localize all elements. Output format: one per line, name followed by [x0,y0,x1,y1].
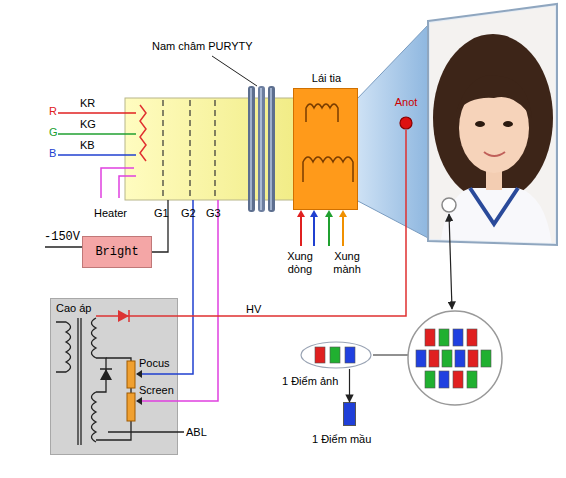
g3-wire [137,200,218,401]
cathode-wires [58,113,136,155]
purity-magnet [248,86,275,212]
signal-name: Xung mành [326,250,368,276]
pin-name: KB [80,139,95,152]
high-voltage-title: Cao áp [56,302,91,315]
deflection-yoke: Lái tia [293,88,358,210]
edge-label: HV [246,303,261,316]
pixel-ellipse-shape [301,342,371,368]
part-name: Nam châm PURYTY [152,40,253,53]
pin-name: KG [80,118,96,131]
zoom-link [373,355,408,356]
anode-terminal-outline [399,116,413,130]
pixel-label: 1 Điểm ảnh [282,375,338,388]
deflection-pulse [297,210,347,246]
transformer-symbol [56,318,96,445]
high-voltage-box: Cao áp [50,298,178,455]
pin-name: Heater [94,207,127,220]
yoke-label: Lái tia [284,72,369,85]
pin-name: ABL [186,426,207,439]
pin-name: KR [80,97,95,110]
pixel-dots [315,347,355,363]
screen-portrait [428,4,558,246]
color-dot-box: 1 Điểm mầu [343,402,356,426]
leader-line [212,56,257,86]
pin-name: G1 [154,207,169,220]
g2-wire [137,200,193,374]
bias-wire [45,246,82,247]
zoom-arrow [449,214,452,309]
g1-wire [152,200,168,252]
potentiometer-symbol [96,358,184,440]
grid-electrode [163,100,215,198]
pin-name: G2 [181,207,196,220]
tube-bell [356,23,430,239]
connector [178,130,406,316]
signal-name: R [49,105,57,118]
anode-terminal-shape [400,117,412,129]
heater-filament [140,105,146,161]
screen-face [428,4,557,245]
yoke-coil [303,104,353,182]
color-dot-label: 1 Điểm mầu [312,433,371,446]
phosphor-zoom [408,311,502,405]
brightness-box: Bright [82,236,152,268]
signal-name: Xung dòng [280,250,320,276]
pixel-ellipse: 1 Điểm ảnh [300,341,372,369]
brightness-label: Bright [83,246,151,259]
voltage-label: -150V [44,231,80,244]
anode-label: Anot [385,96,427,109]
screen-spot [442,198,456,212]
heater-wire [101,168,136,198]
pin-name: G3 [206,207,221,220]
signal-name: G [49,126,58,139]
pixel-ellipse-outline [300,341,372,369]
diode-symbol [96,310,178,392]
anode-terminal: Anot [399,116,413,130]
connector [349,369,350,402]
phosphor-dots [416,329,491,388]
signal-name: B [49,147,56,160]
